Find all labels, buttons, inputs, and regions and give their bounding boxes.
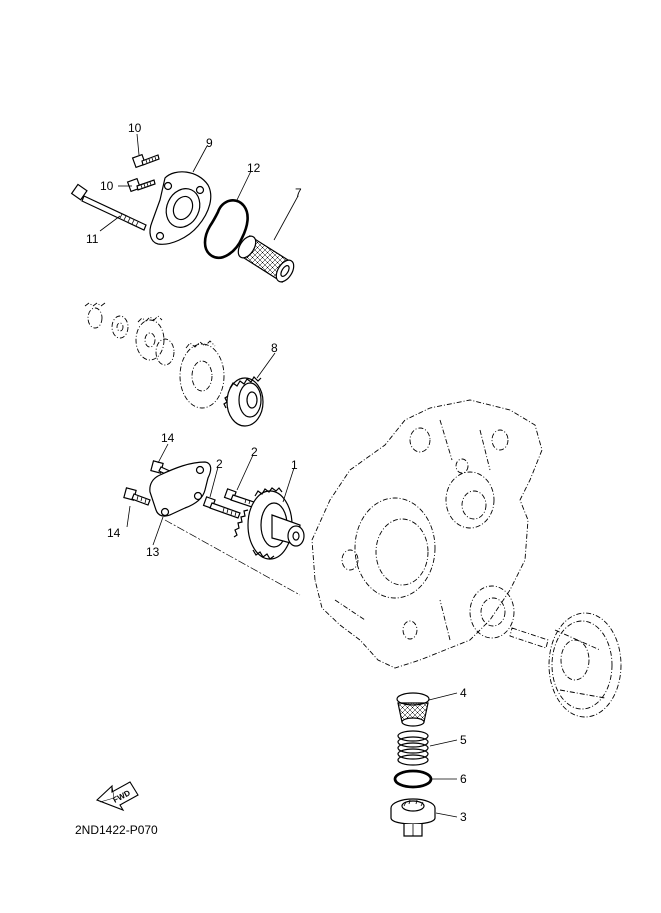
- callout-10-upper: 10: [128, 121, 142, 135]
- callout-1: 1: [291, 458, 298, 472]
- crankcase-reference: [311, 399, 622, 718]
- drain-plug-3: [390, 798, 436, 837]
- leader-lines: [99, 133, 458, 818]
- callout-12: 12: [247, 161, 261, 175]
- bolt-10-upper: [131, 153, 160, 169]
- spring-5: [397, 730, 429, 766]
- bolt-14-lower: [123, 487, 151, 506]
- callout-3: 3: [460, 810, 467, 824]
- callout-2-left: 2: [216, 457, 223, 471]
- gear-8: [223, 376, 264, 427]
- plate-13: [149, 461, 212, 517]
- callout-14-upper: 14: [161, 431, 175, 445]
- callout-7: 7: [295, 186, 302, 200]
- callout-9: 9: [206, 136, 213, 150]
- callout-8: 8: [271, 341, 278, 355]
- callout-10-lower: 10: [100, 179, 114, 193]
- bolt-2-left: [202, 496, 241, 519]
- callout-2-right: 2: [251, 445, 258, 459]
- callout-11: 11: [86, 232, 99, 246]
- oil-pump-1: [233, 487, 305, 560]
- reference-gear-train: [84, 302, 225, 409]
- callout-5: 5: [460, 733, 467, 747]
- o-ring-12: [203, 199, 249, 259]
- callout-6: 6: [460, 772, 467, 786]
- oil-filter-element-7: [237, 235, 295, 283]
- bolt-10-lower: [126, 177, 156, 193]
- callout-labels: 10 9 12 10 7 11 8 14 2 2 1 14 13 4 5 6 3: [86, 121, 467, 824]
- bolt-11: [70, 183, 147, 231]
- diagram-code: 2ND1422-P070: [75, 823, 158, 837]
- pump-centerline: [164, 519, 301, 596]
- callout-14-lower: 14: [107, 526, 121, 540]
- o-ring-6: [393, 769, 433, 789]
- callout-4: 4: [460, 686, 467, 700]
- fwd-arrow-icon: FWD: [95, 781, 139, 812]
- callout-13: 13: [146, 545, 160, 559]
- strainer-4: [396, 692, 430, 727]
- oil-filter-cover-9: [149, 171, 212, 245]
